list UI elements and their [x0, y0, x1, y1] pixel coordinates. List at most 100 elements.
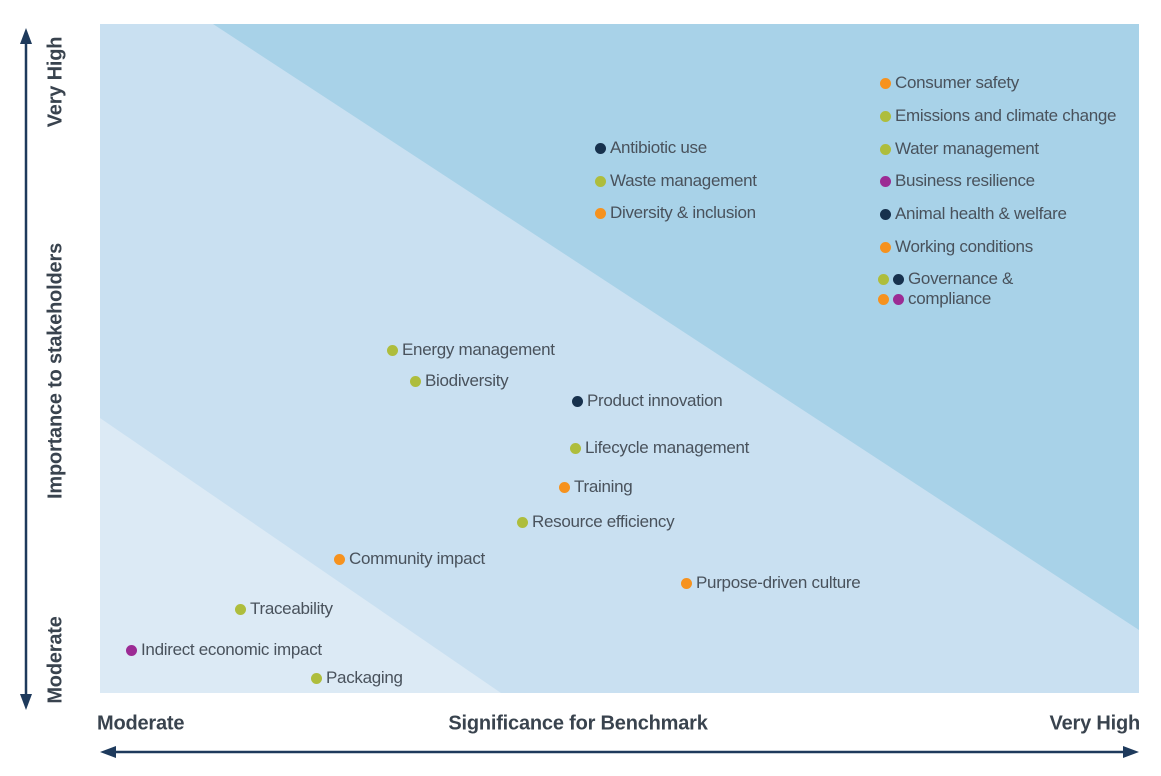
data-point: Product innovation: [572, 391, 723, 411]
purple-dot-icon: [893, 293, 904, 305]
data-point: Animal health & welfare: [880, 204, 1067, 224]
point-row: compliance: [878, 289, 1013, 309]
data-point: Purpose-driven culture: [681, 573, 861, 593]
point-label: Emissions and climate change: [895, 106, 1117, 125]
point-label: Indirect economic impact: [141, 640, 322, 659]
orange-dot-icon: [334, 553, 345, 565]
point-row: Indirect economic impact: [126, 640, 322, 660]
data-point: Traceability: [235, 599, 333, 619]
point-label: Business resilience: [895, 171, 1035, 190]
point-row: Purpose-driven culture: [681, 573, 861, 593]
purple-dot-icon: [126, 644, 137, 656]
point-row: Product innovation: [572, 391, 723, 411]
point-row: Animal health & welfare: [880, 204, 1067, 224]
y-axis-arrow-up-icon: [20, 28, 32, 44]
data-point: Business resilience: [880, 171, 1035, 191]
point-row: Emissions and climate change: [880, 106, 1117, 126]
point-label: Purpose-driven culture: [696, 573, 861, 592]
navy-dot-icon: [880, 208, 891, 220]
x-axis-arrow-left-icon: [100, 746, 116, 758]
point-label: Traceability: [250, 599, 333, 618]
x-axis-title: Significance for Benchmark: [448, 712, 708, 735]
point-label: Water management: [895, 139, 1039, 158]
olive-dot-icon: [311, 672, 322, 684]
point-label: Working conditions: [895, 237, 1033, 256]
point-label: Community impact: [349, 549, 485, 568]
data-point: Energy management: [387, 340, 555, 360]
point-label: Resource efficiency: [532, 512, 675, 531]
point-label: Energy management: [402, 340, 555, 359]
point-row: Diversity & inclusion: [595, 203, 756, 223]
point-row: Lifecycle management: [570, 438, 749, 458]
data-point: Water management: [880, 139, 1039, 159]
data-point: Indirect economic impact: [126, 640, 322, 660]
x-axis-arrow-right-icon: [1123, 746, 1139, 758]
point-label: Product innovation: [587, 391, 723, 410]
point-label: compliance: [908, 289, 991, 308]
point-row: Business resilience: [880, 171, 1035, 191]
point-label: Packaging: [326, 668, 403, 687]
data-point: Emissions and climate change: [880, 106, 1117, 126]
point-label: Training: [574, 477, 633, 496]
data-point: Working conditions: [880, 237, 1033, 257]
point-label: Lifecycle management: [585, 438, 750, 457]
data-point: Training: [559, 477, 633, 497]
navy-dot-icon: [572, 395, 583, 407]
olive-dot-icon: [517, 516, 528, 528]
olive-dot-icon: [387, 344, 398, 356]
navy-dot-icon: [893, 273, 904, 285]
olive-dot-icon: [235, 603, 246, 615]
point-row: Energy management: [387, 340, 555, 360]
data-point: Consumer safety: [880, 73, 1019, 93]
orange-dot-icon: [559, 481, 570, 493]
point-label: Antibiotic use: [610, 138, 707, 157]
zone-bottom-left: [100, 418, 501, 693]
zone-top-right: [213, 24, 1139, 630]
data-point: Waste management: [595, 171, 757, 191]
data-point: Resource efficiency: [517, 512, 675, 532]
point-label: Diversity & inclusion: [610, 203, 756, 222]
point-label: Governance &: [908, 269, 1014, 288]
orange-dot-icon: [878, 293, 889, 305]
point-row: Training: [559, 477, 633, 497]
orange-dot-icon: [595, 207, 606, 219]
point-row: Antibiotic use: [595, 138, 707, 158]
olive-dot-icon: [878, 273, 889, 285]
olive-dot-icon: [570, 442, 581, 454]
orange-dot-icon: [681, 577, 692, 589]
olive-dot-icon: [880, 110, 891, 122]
purple-dot-icon: [880, 175, 891, 187]
orange-dot-icon: [880, 77, 891, 89]
navy-dot-icon: [595, 142, 606, 154]
olive-dot-icon: [595, 175, 606, 187]
point-label: Animal health & welfare: [895, 204, 1067, 223]
x-axis-low-label: Moderate: [97, 712, 185, 735]
point-row: Resource efficiency: [517, 512, 675, 532]
point-row: Biodiversity: [410, 371, 509, 391]
point-row: Waste management: [595, 171, 757, 191]
data-point: Community impact: [334, 549, 485, 569]
y-axis-arrow-down-icon: [20, 694, 32, 710]
point-label: Waste management: [610, 171, 757, 190]
data-point: Biodiversity: [410, 371, 509, 391]
point-label: Consumer safety: [895, 73, 1019, 92]
data-point: Antibiotic use: [595, 138, 707, 158]
point-label: Biodiversity: [425, 371, 509, 390]
point-row: Traceability: [235, 599, 333, 619]
orange-dot-icon: [880, 241, 891, 253]
point-row: Water management: [880, 139, 1039, 159]
data-point: Packaging: [311, 668, 403, 688]
data-point: Lifecycle management: [570, 438, 749, 458]
olive-dot-icon: [410, 375, 421, 387]
olive-dot-icon: [880, 143, 891, 155]
point-row: Governance &: [878, 269, 1013, 289]
point-row: Community impact: [334, 549, 485, 569]
point-row: Working conditions: [880, 237, 1033, 257]
point-row: Consumer safety: [880, 73, 1019, 93]
point-row: Packaging: [311, 668, 403, 688]
x-axis-high-label: Very High: [1049, 712, 1141, 735]
data-point: Diversity & inclusion: [595, 203, 756, 223]
